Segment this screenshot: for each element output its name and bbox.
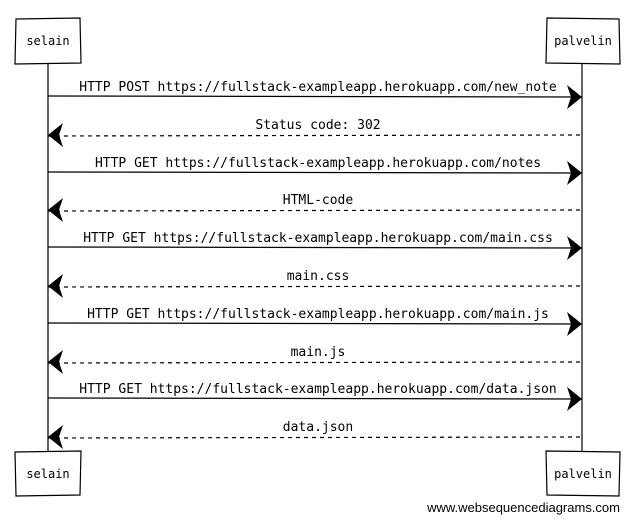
arrowhead-icon [567, 387, 582, 411]
message-line [47, 171, 583, 174]
message-line [47, 285, 583, 288]
message-label: HTTP GET https://fullstack-exampleapp.he… [87, 307, 549, 322]
arrowhead-icon [567, 161, 582, 185]
message-line [47, 246, 583, 249]
arrowhead-icon [48, 274, 63, 298]
message-3: HTTP GET https://fullstack-exampleapp.he… [47, 156, 583, 185]
message-label: HTTP GET https://fullstack-exampleapp.he… [95, 156, 541, 171]
participant-left-bottom: selain [14, 450, 82, 497]
participant-right-top: palvelin [545, 17, 621, 65]
participant-right-bottom-label: palvelin [554, 467, 612, 481]
arrowhead-icon [567, 312, 582, 336]
messages: HTTP POST https://fullstack-exampleapp.h… [47, 80, 583, 449]
arrowhead-icon [48, 350, 63, 374]
message-line [47, 322, 583, 325]
message-line [47, 134, 583, 137]
participant-right-top-label: palvelin [554, 34, 612, 48]
message-line [47, 361, 583, 364]
arrowhead-icon [567, 85, 582, 109]
participant-left-top: selain [14, 17, 82, 65]
message-4: HTML-code [47, 193, 583, 222]
arrowhead-icon [48, 425, 63, 449]
message-label: HTTP POST https://fullstack-exampleapp.h… [79, 80, 557, 95]
arrowhead-icon [567, 236, 582, 260]
message-line [47, 397, 583, 400]
participant-left-top-label: selain [26, 34, 69, 48]
participant-left-bottom-label: selain [26, 467, 69, 481]
message-1: HTTP POST https://fullstack-exampleapp.h… [47, 80, 583, 109]
message-7: HTTP GET https://fullstack-exampleapp.he… [47, 307, 583, 336]
message-label: Status code: 302 [255, 118, 380, 133]
message-2: Status code: 302 [47, 118, 583, 147]
message-label: HTML-code [283, 193, 354, 208]
message-label: main.js [291, 345, 346, 360]
arrowhead-icon [48, 198, 63, 222]
message-6: main.css [47, 269, 583, 298]
message-5: HTTP GET https://fullstack-exampleapp.he… [47, 231, 583, 260]
arrowhead-icon [48, 123, 63, 147]
message-line [47, 95, 583, 98]
footer-credit: www.websequencediagrams.com [426, 500, 620, 515]
message-label: data.json [283, 420, 353, 435]
message-line [47, 209, 583, 212]
participant-right-bottom: palvelin [545, 450, 621, 497]
message-line [47, 436, 583, 439]
message-8: main.js [47, 345, 583, 374]
message-label: main.css [287, 269, 350, 284]
message-label: HTTP GET https://fullstack-exampleapp.he… [79, 382, 556, 397]
message-9: HTTP GET https://fullstack-exampleapp.he… [47, 382, 583, 411]
message-10: data.json [47, 420, 583, 449]
message-label: HTTP GET https://fullstack-exampleapp.he… [83, 231, 553, 246]
